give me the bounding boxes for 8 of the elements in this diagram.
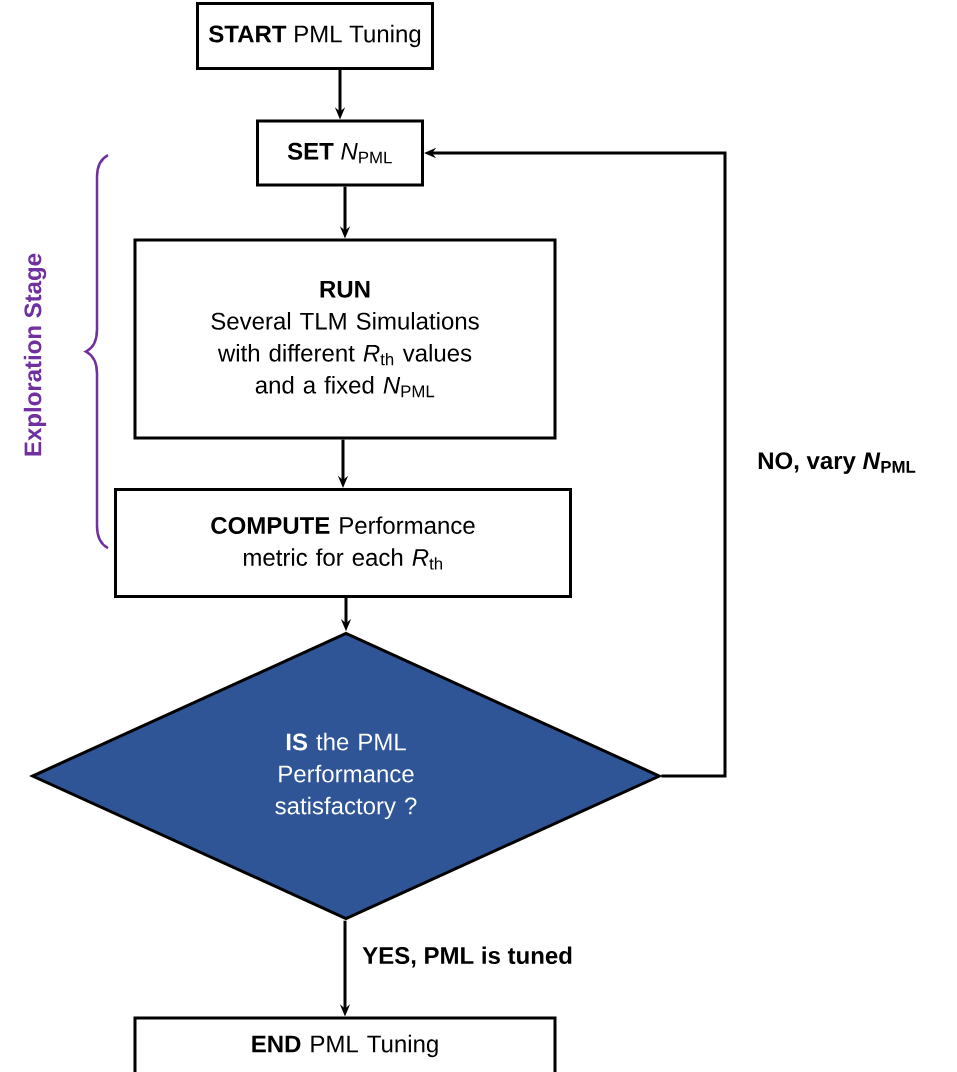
process-box: RUN Several TLM Simulations with different R$_{th}$ values and a fixed N$_{PML}$ [133, 238, 557, 440]
process-box: COMPUTE Performance metric for each R$_{th}$ [114, 488, 572, 598]
edge-label: NO, vary N$_{PML}$ [755, 450, 919, 476]
process-box: START PML Tuning [196, 2, 434, 70]
process-box: SET N$_{PML}$ [256, 119, 424, 187]
edge-label: YES, PML is tuned [360, 944, 575, 970]
process-box: END PML Tuning [133, 1016, 557, 1072]
stage-label: Exploration Stage [23, 253, 47, 456]
